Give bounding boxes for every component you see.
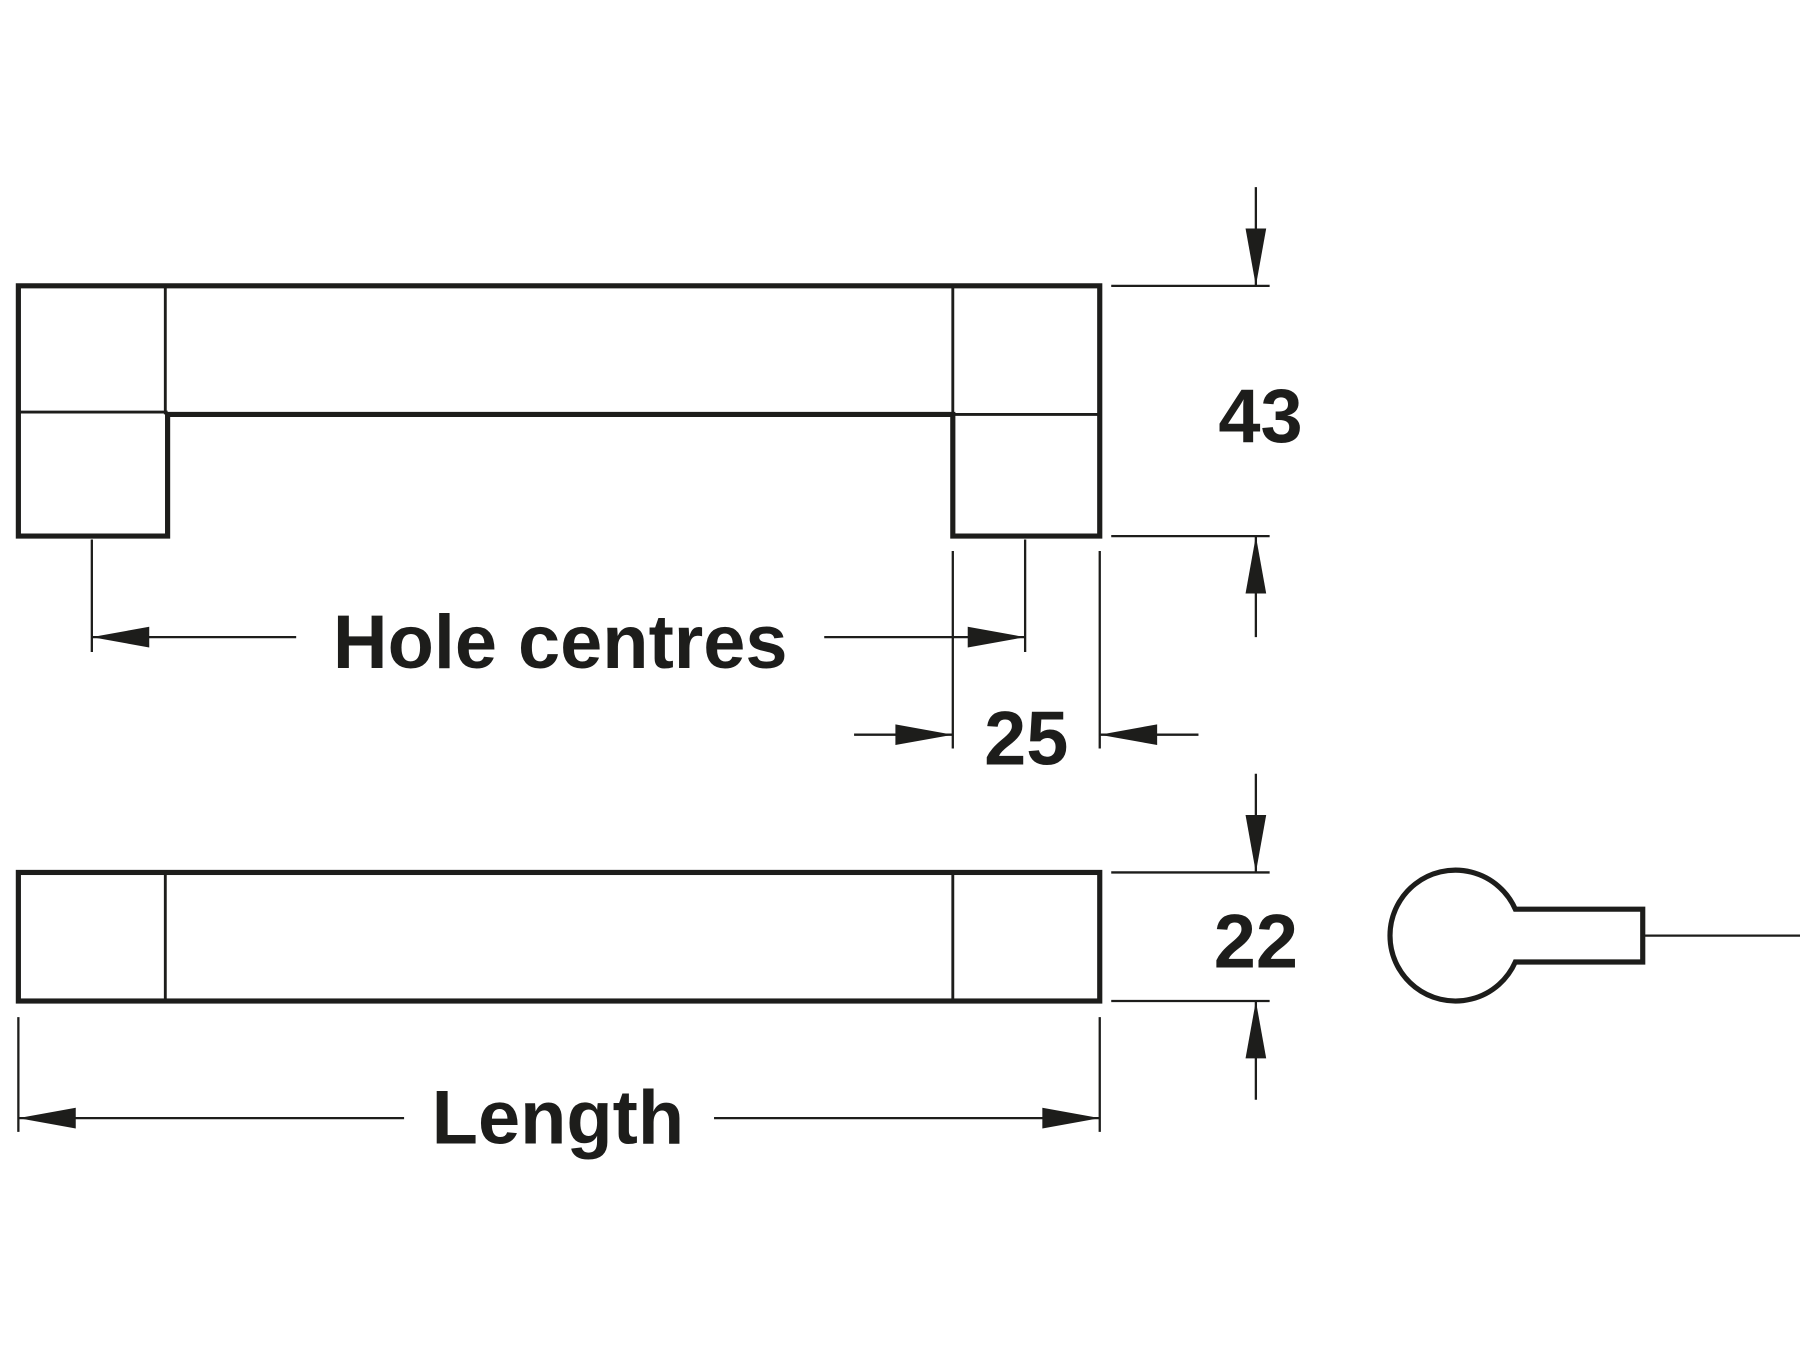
length-label: Length [432,1075,684,1160]
arrow-down-icon [1245,815,1267,873]
leg-width-label: 25 [984,697,1068,782]
height-label: 43 [1218,374,1302,459]
arrow-up-icon [1245,1001,1267,1059]
arrow-up-icon [1245,536,1267,594]
hole-centres-dimension: Hole centres [90,539,1027,685]
arrow-left-icon [91,626,150,648]
arrow-left-icon [18,1107,76,1129]
leg-width-dimension: 25 [854,551,1199,782]
arrow-left-icon [1099,724,1158,746]
front-view [15,283,1103,539]
arrow-right-icon [967,626,1026,648]
arrow-right-icon [895,724,953,746]
depth-dimension: 22 [1111,773,1298,1100]
length-dimension: Length [17,1017,1101,1160]
arrow-down-icon [1245,228,1267,286]
hole-centres-label: Hole centres [333,600,788,685]
height-dimension: 43 [1111,187,1303,638]
depth-label: 22 [1214,900,1298,985]
arrow-right-icon [1042,1107,1100,1129]
top-view [15,869,1103,1004]
side-profile [1387,867,1800,1004]
